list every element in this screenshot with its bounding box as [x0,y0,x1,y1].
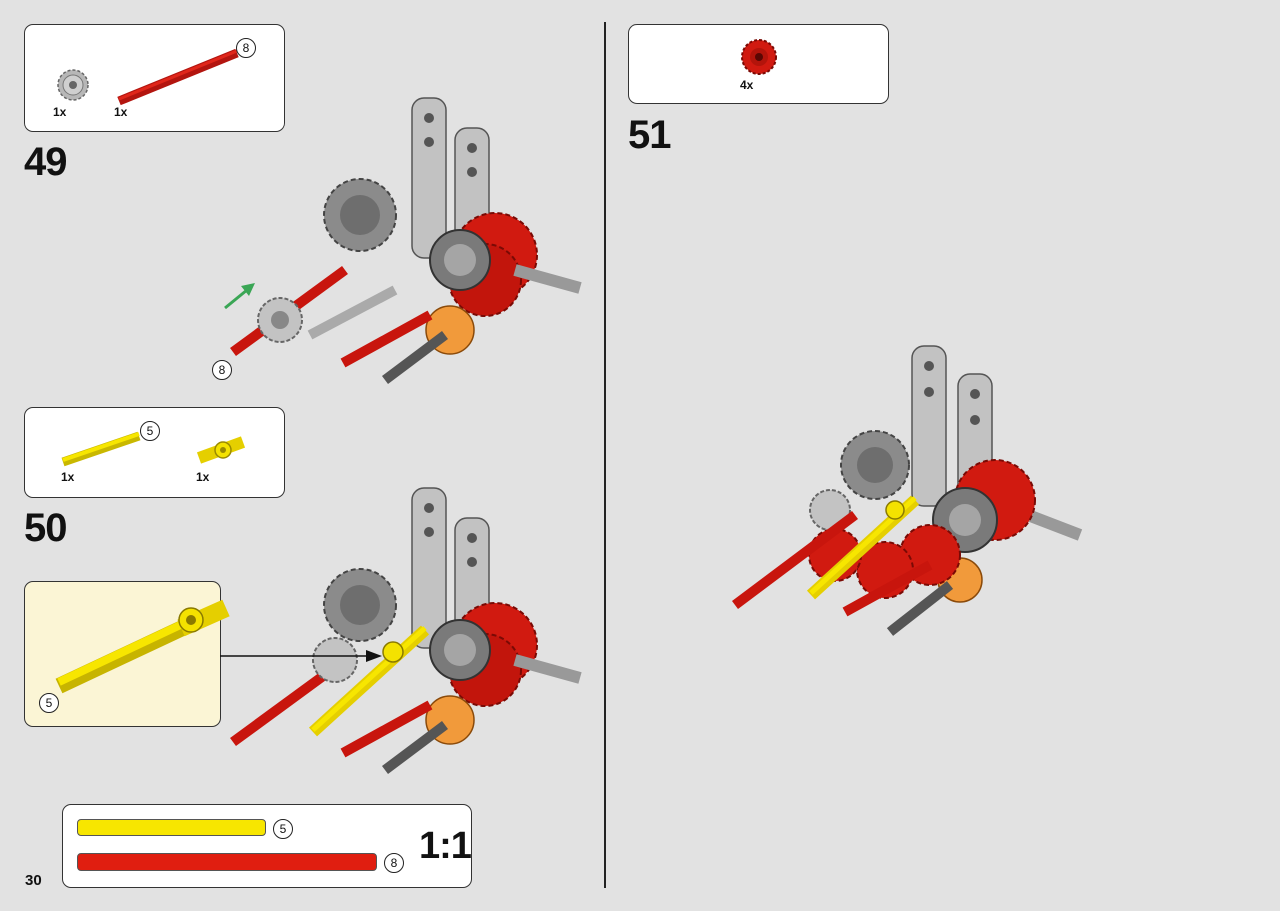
scale-ruler: 5 8 1:1 [62,804,472,888]
ruler-length-badge: 8 [384,853,404,873]
assembly-callout: 5 [24,581,230,727]
gearbox-model-step-50 [230,487,582,774]
scale-ratio: 1:1 [419,825,472,867]
red-gear-icon [741,39,777,75]
step-number: 49 [24,140,67,184]
yellow-axle-connector-assembly-icon [55,599,230,694]
step-number: 50 [24,506,67,550]
red-axle-icon [117,48,239,106]
part-qty: 1x [196,470,210,484]
yellow-connector-icon [196,436,246,464]
parts-list-step-50: 1x 1x 5 [24,407,285,498]
callout-length-badge: 8 [212,360,232,380]
ruler-length-badge: 5 [273,819,293,839]
axle-length-badge: 8 [236,38,256,58]
axle-length-badge: 5 [140,421,160,441]
part-qty: 1x [53,105,67,119]
gearbox-model-step-49 [224,97,582,384]
step-number: 51 [628,113,671,157]
part-qty: 4x [740,78,754,92]
page-number: 30 [25,872,42,889]
part-qty: 1x [114,105,128,119]
page-divider [604,22,606,888]
gray-gear-icon [57,69,89,101]
parts-list-step-49: 1x 1x 8 [24,24,285,132]
callout-arrow [220,650,382,662]
yellow-axle-icon [61,431,141,467]
gearbox-model-step-51 [732,345,1083,636]
callout-length-badge: 5 [39,693,59,713]
part-qty: 1x [61,470,75,484]
parts-list-step-51: 4x [628,24,889,104]
yellow-axle-ruler-bar [77,819,266,836]
red-axle-ruler-bar [77,853,377,871]
